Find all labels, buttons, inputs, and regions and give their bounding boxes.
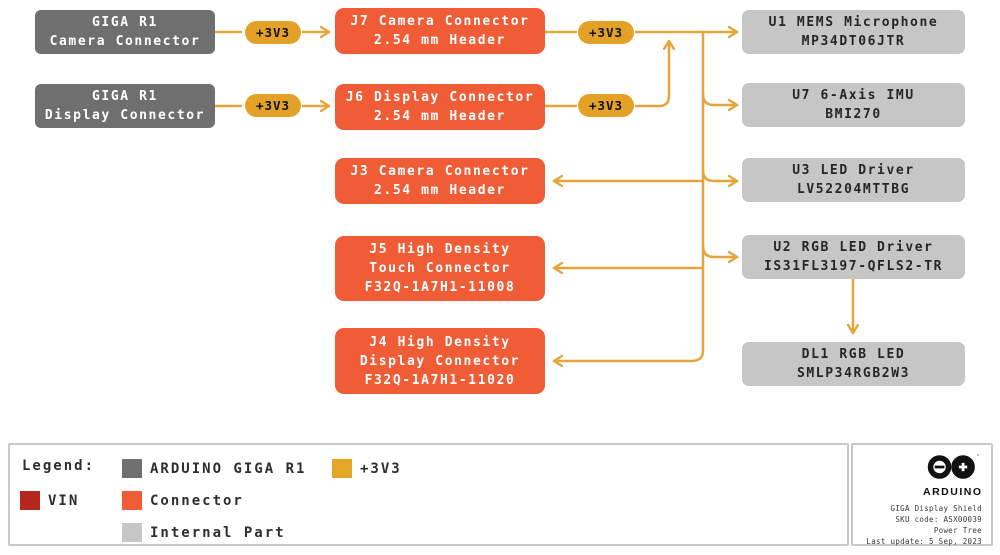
legend-label: VIN bbox=[48, 492, 80, 509]
node-j7-camera-connector: J7 Camera Connector 2.54 mm Header bbox=[335, 8, 545, 54]
node-line: F32Q-1A7H1-11020 bbox=[364, 372, 516, 388]
legend-label: Internal Part bbox=[150, 524, 286, 541]
node-line: GIGA R1 bbox=[92, 15, 158, 30]
node-line: 2.54 mm Header bbox=[374, 183, 506, 198]
node-line: BMI270 bbox=[825, 107, 882, 122]
node-j5-touch-connector: J5 High Density Touch Connector F32Q-1A7… bbox=[335, 236, 545, 301]
node-line: Touch Connector bbox=[369, 261, 511, 276]
node-giga-r1-camera-connector: GIGA R1 Camera Connector bbox=[35, 10, 215, 54]
badge-3v3-j7-out: +3V3 bbox=[578, 21, 634, 44]
info-last-update: Last update: 5 Sep, 2023 bbox=[866, 537, 982, 546]
edge-j6-merge-up bbox=[634, 39, 669, 108]
info-lines: GIGA Display Shield SKU code: ASX00039 P… bbox=[866, 503, 982, 547]
node-giga-r1-display-connector: GIGA R1 Display Connector bbox=[35, 84, 215, 128]
arduino-logo-icon: ™ bbox=[927, 454, 980, 479]
node-line: Display Connector bbox=[359, 353, 521, 369]
node-line: Camera Connector bbox=[49, 34, 201, 49]
legend-label: ARDUINO GIGA R1 bbox=[150, 460, 307, 477]
legend-label: +3V3 bbox=[360, 460, 402, 477]
node-dl1-rgb-led: DL1 RGB LED SMLP34RGB2W3 bbox=[742, 342, 965, 386]
legend: Legend: ARDUINO GIGA R1 +3V3 VIN Connect… bbox=[8, 443, 849, 546]
badge-3v3-display-in: +3V3 bbox=[245, 94, 301, 117]
node-line: GIGA R1 bbox=[92, 89, 158, 104]
node-line: J7 Camera Connector bbox=[350, 14, 530, 29]
legend-label: Connector bbox=[150, 492, 244, 509]
node-line: MP34DT06JTR bbox=[801, 34, 906, 49]
legend-swatch-3v3 bbox=[332, 459, 352, 478]
legend-swatch-giga bbox=[122, 459, 142, 478]
arduino-wordmark: ARDUINO bbox=[923, 486, 983, 498]
badge-3v3-j6-out: +3V3 bbox=[578, 94, 634, 117]
legend-item-internal: Internal Part bbox=[122, 523, 286, 542]
edge-trunk-j4 bbox=[552, 30, 705, 361]
badge-3v3-camera-in: +3V3 bbox=[245, 21, 301, 44]
node-u1-mems-microphone: U1 MEMS Microphone MP34DT06JTR bbox=[742, 10, 965, 54]
node-u3-led-driver: U3 LED Driver LV52204MTTBG bbox=[742, 158, 965, 202]
info-sku: SKU code: ASX00039 bbox=[895, 515, 982, 524]
node-line: LV52204MTTBG bbox=[796, 182, 911, 197]
legend-swatch-connector bbox=[122, 491, 142, 510]
info-panel: ™ ARDUINO GIGA Display Shield SKU code: … bbox=[851, 443, 993, 546]
node-line: J5 High Density bbox=[369, 242, 511, 257]
node-line: SMLP34RGB2W3 bbox=[796, 366, 911, 381]
node-u2-rgb-led-driver: U2 RGB LED Driver IS31FL3197-QFLS2-TR bbox=[742, 235, 965, 279]
edge-trunk-u7 bbox=[701, 92, 739, 105]
node-line: DL1 RGB LED bbox=[801, 347, 906, 362]
node-line: U2 RGB LED Driver bbox=[773, 240, 934, 255]
legend-item-connector: Connector bbox=[122, 491, 244, 510]
edge-trunk-u3 bbox=[701, 168, 739, 181]
node-line: U7 6-Axis IMU bbox=[792, 88, 915, 103]
trademark-glyph: ™ bbox=[977, 454, 979, 460]
node-line: F32Q-1A7H1-11008 bbox=[364, 280, 516, 295]
edge-trunk-u2 bbox=[701, 244, 739, 257]
node-j4-display-connector: J4 High Density Display Connector F32Q-1… bbox=[335, 328, 545, 394]
node-line: J4 High Density bbox=[369, 334, 511, 350]
info-doc-type: Power Tree bbox=[933, 526, 982, 535]
legend-swatch-vin bbox=[20, 491, 40, 510]
node-j6-display-connector: J6 Display Connector 2.54 mm Header bbox=[335, 84, 545, 130]
arduino-brand: ™ ARDUINO bbox=[923, 453, 981, 498]
node-line: IS31FL3197-QFLS2-TR bbox=[763, 259, 944, 274]
info-product: GIGA Display Shield bbox=[890, 504, 982, 513]
node-line: J3 Camera Connector bbox=[350, 164, 530, 179]
node-line: U1 MEMS Microphone bbox=[768, 15, 939, 30]
legend-title: Legend: bbox=[22, 458, 96, 474]
legend-swatch-internal bbox=[122, 523, 142, 542]
node-line: J6 Display Connector bbox=[345, 90, 535, 105]
legend-item-vin: VIN bbox=[20, 491, 79, 510]
node-line: 2.54 mm Header bbox=[374, 109, 506, 124]
legend-item-3v3: +3V3 bbox=[332, 459, 402, 478]
legend-item-giga: ARDUINO GIGA R1 bbox=[122, 459, 306, 478]
node-u7-imu: U7 6-Axis IMU BMI270 bbox=[742, 83, 965, 127]
node-line: U3 LED Driver bbox=[792, 163, 915, 178]
node-line: 2.54 mm Header bbox=[374, 33, 506, 48]
node-j3-camera-connector: J3 Camera Connector 2.54 mm Header bbox=[335, 158, 545, 204]
node-line: Display Connector bbox=[44, 108, 206, 123]
